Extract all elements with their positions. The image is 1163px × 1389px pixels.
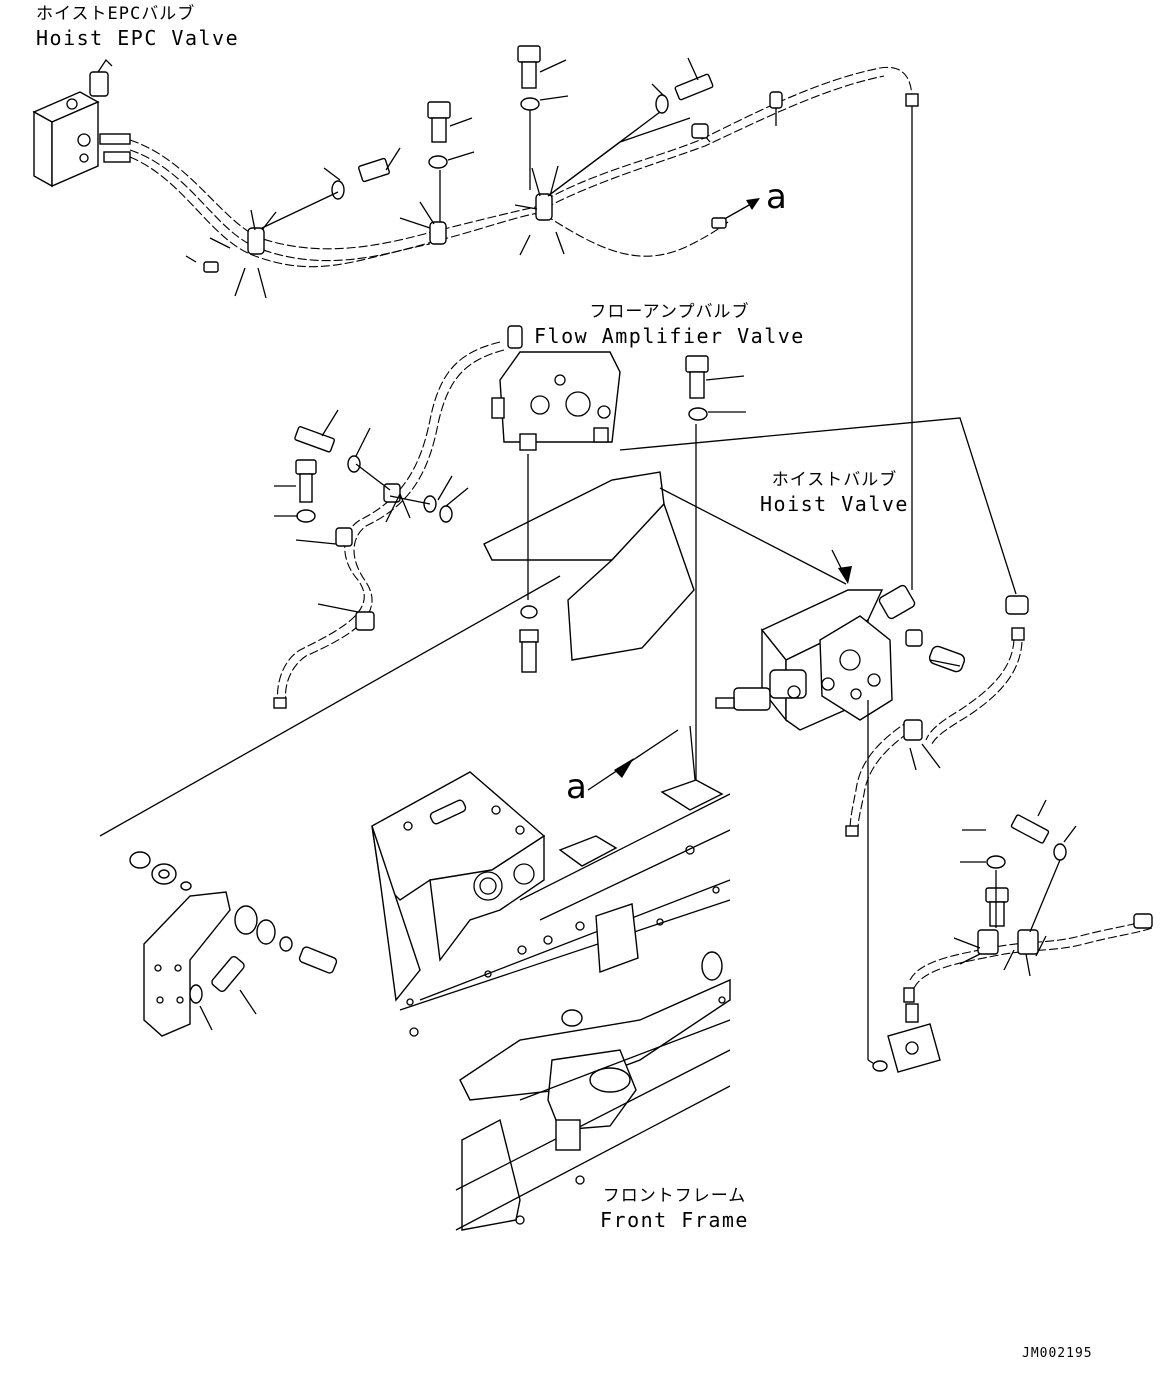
hoist-valve-body <box>715 549 966 731</box>
epc-pilot-hoses <box>129 66 913 268</box>
leader-bracket-to-mount <box>99 575 561 837</box>
hoist-epc-valve-label: ホイストEPCバルブ Hoist EPC Valve <box>36 2 239 50</box>
front-frame-label: フロントフレーム Front Frame <box>600 1184 749 1232</box>
hoist-valve-label-en: Hoist Valve <box>760 492 909 516</box>
flow-amp-hose <box>273 341 505 709</box>
right-hose-assembly <box>887 799 1153 1073</box>
hoist-epc-valve-body <box>32 58 131 188</box>
flow-amp-fasteners <box>685 355 746 790</box>
front-frame-label-jp: フロントフレーム <box>602 1186 747 1206</box>
flow-amplifier-valve-body <box>491 325 621 451</box>
front-frame-structure <box>371 771 731 1231</box>
connection-ref-a-top: a <box>766 177 787 217</box>
hoist-epc-valve-label-jp: ホイストEPCバルブ <box>36 4 196 24</box>
hoist-epc-valve-label-en: Hoist EPC Valve <box>36 26 240 50</box>
flow-amplifier-valve-label-jp: フローアンプバルブ <box>589 302 750 322</box>
left-mount-parts <box>129 851 338 1037</box>
hoist-valve-label: ホイストバルブ Hoist Valve <box>760 468 909 516</box>
hoist-valve-label-jp: ホイストバルブ <box>771 470 898 490</box>
leader-bolt-to-frame <box>689 725 697 791</box>
flow-amplifier-valve-label-en: Flow Amplifier Valve <box>534 324 805 348</box>
flow-hose-fasteners <box>274 409 469 613</box>
hoist-valve-hoses <box>845 595 1029 1072</box>
epc-fasteners <box>185 45 919 273</box>
drawing-code: JM002195 <box>1022 1346 1093 1361</box>
front-frame-label-en: Front Frame <box>600 1208 749 1232</box>
connection-ref-a-middle: a <box>566 767 587 807</box>
connection-arrow-a-top <box>711 198 760 229</box>
flow-amp-bracket <box>483 417 1017 673</box>
flow-amplifier-valve-label: フローアンプバルブ Flow Amplifier Valve <box>534 300 805 348</box>
epc-hose-clamps <box>209 165 565 299</box>
connection-arrow-a-middle <box>587 729 679 791</box>
